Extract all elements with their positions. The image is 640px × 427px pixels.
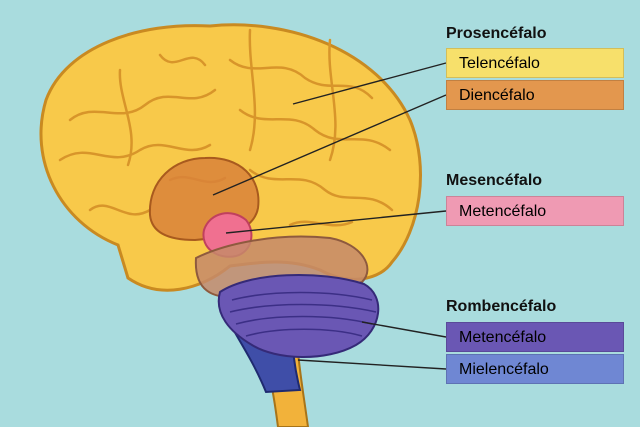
label-metencefalo-hind: Metencéfalo — [446, 322, 624, 352]
group-heading-prosencefalo: Prosencéfalo — [446, 25, 547, 42]
label-mielencefalo: Mielencéfalo — [446, 354, 624, 384]
leader-mielencefalo — [297, 359, 447, 370]
leader-telencefalo — [292, 62, 447, 105]
cerebellum-texture — [229, 291, 377, 337]
label-diencefalo: Diencéfalo — [446, 80, 624, 110]
leader-metencefalo-mid — [225, 210, 447, 234]
group-heading-rombencefalo: Rombencéfalo — [446, 298, 557, 315]
label-metencefalo-mid: Metencéfalo — [446, 196, 624, 226]
group-heading-mesencefalo: Mesencéfalo — [446, 172, 543, 189]
leader-lines — [212, 62, 447, 370]
label-telencefalo: Telencéfalo — [446, 48, 624, 78]
leader-diencefalo — [212, 94, 447, 196]
leader-metencefalo-hind — [361, 321, 447, 338]
